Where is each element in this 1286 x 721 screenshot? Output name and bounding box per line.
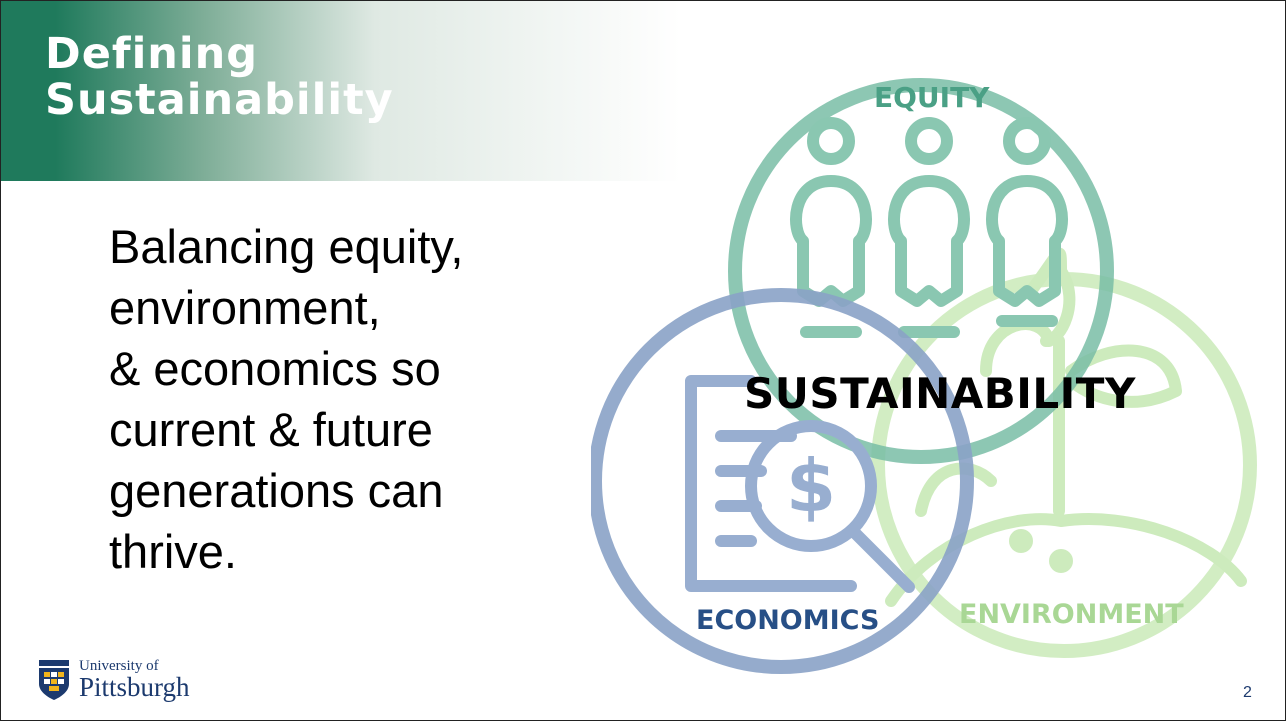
body-line: current & future xyxy=(109,403,433,456)
sustainability-label: SUSTAINABILITY xyxy=(744,369,1136,418)
equity-circle xyxy=(728,78,1114,464)
page-number: 2 xyxy=(1243,684,1252,701)
people-icon xyxy=(790,117,1068,338)
economics-label: ECONOMICS xyxy=(696,605,880,636)
body-line: generations can xyxy=(109,464,444,517)
economics-circle xyxy=(591,288,974,674)
document-magnifier-dollar-icon: $ xyxy=(685,375,915,593)
body-line: Balancing equity, xyxy=(109,220,464,273)
equity-label: EQUITY xyxy=(874,81,990,114)
environment-label: ENVIRONMENT xyxy=(959,599,1184,630)
university-logo: University of Pittsburgh xyxy=(37,655,190,705)
body-line: & economics so xyxy=(109,342,441,395)
slide-title: Defining Sustainability xyxy=(45,31,545,123)
logo-line-2: Pittsburgh xyxy=(79,672,190,702)
pitt-crest-icon xyxy=(39,660,69,700)
logo-line-1: University of xyxy=(79,658,159,674)
body-line: environment, xyxy=(109,281,381,334)
title-band xyxy=(1,1,681,181)
title-line-1: Defining xyxy=(45,29,259,79)
body-text: Balancing equity, environment, & economi… xyxy=(109,216,569,582)
svg-text:$: $ xyxy=(786,444,836,528)
venn-diagram: $ xyxy=(591,78,1257,674)
logo-text: University of Pittsburgh xyxy=(79,659,190,701)
body-line: thrive. xyxy=(109,525,237,578)
title-line-2: Sustainability xyxy=(45,75,394,125)
